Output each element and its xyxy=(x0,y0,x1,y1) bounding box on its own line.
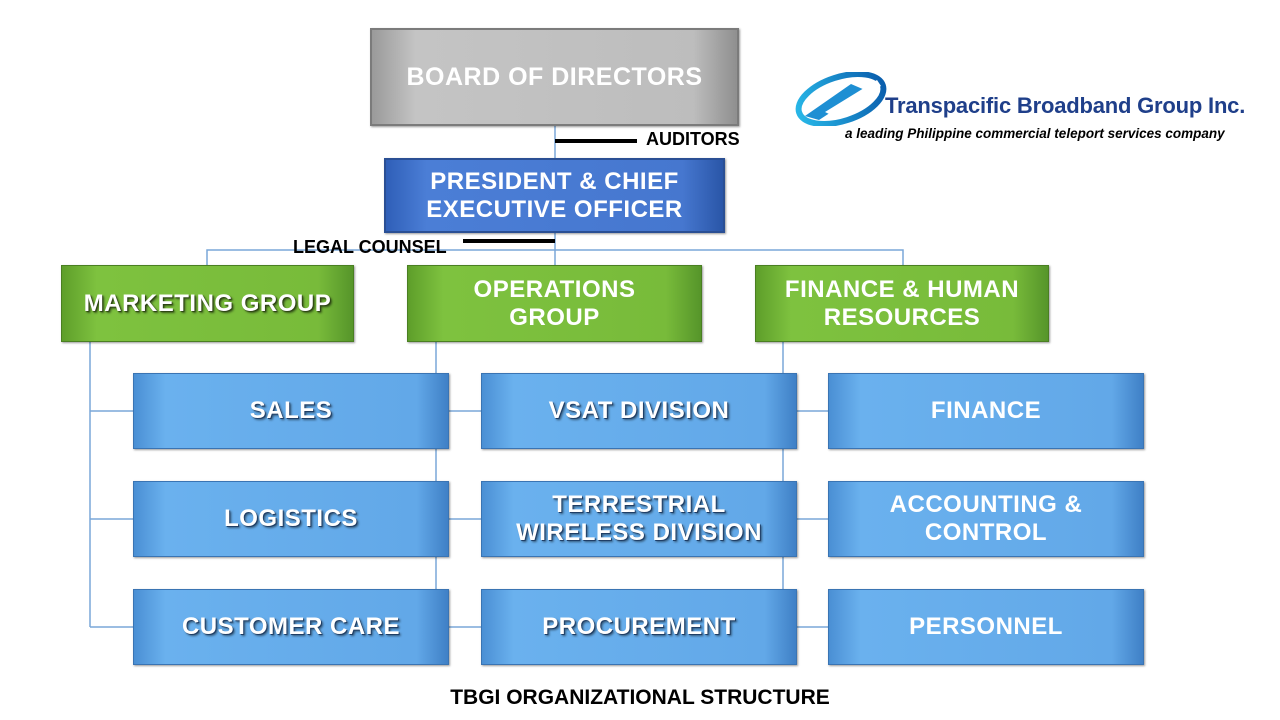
marketing-group-label: MARKETING GROUP xyxy=(83,289,332,317)
ceo-label-line2: EXECUTIVE OFFICER xyxy=(426,195,683,223)
terrestrial-wireless-division-box: TERRESTRIAL WIRELESS DIVISION xyxy=(481,481,797,557)
company-tagline: a leading Philippine commercial teleport… xyxy=(845,126,1225,141)
terrestrial-label-line1: TERRESTRIAL xyxy=(552,491,726,519)
procurement-label: PROCUREMENT xyxy=(542,613,736,641)
operations-group-label-line1: OPERATIONS xyxy=(473,275,636,303)
accounting-label-line2: CONTROL xyxy=(924,519,1048,546)
finance-hr-group-box: FINANCE & HUMAN RESOURCES xyxy=(755,265,1049,342)
logistics-box: LOGISTICS xyxy=(133,481,449,557)
board-label: BOARD OF DIRECTORS xyxy=(406,62,703,91)
sales-box: SALES xyxy=(133,373,449,449)
company-logo-icon xyxy=(795,72,887,126)
accounting-label-line1: ACCOUNTING & xyxy=(889,491,1083,519)
sales-label: SALES xyxy=(249,397,333,425)
marketing-group-box: MARKETING GROUP xyxy=(61,265,354,342)
customer-care-label: CUSTOMER CARE xyxy=(181,613,401,641)
president-ceo-box: PRESIDENT & CHIEF EXECUTIVE OFFICER xyxy=(384,158,725,233)
finance-label: FINANCE xyxy=(930,397,1042,425)
vsat-division-label: VSAT DIVISION xyxy=(548,397,730,425)
board-of-directors-box: BOARD OF DIRECTORS xyxy=(370,28,739,126)
vsat-division-box: VSAT DIVISION xyxy=(481,373,797,449)
logistics-label: LOGISTICS xyxy=(224,505,358,533)
ceo-label-line1: PRESIDENT & CHIEF xyxy=(430,167,679,195)
auditors-label: AUDITORS xyxy=(646,129,740,149)
legal-counsel-label: LEGAL COUNSEL xyxy=(293,237,447,257)
terrestrial-label-line2: WIRELESS DIVISION xyxy=(516,519,762,546)
finance-box: FINANCE xyxy=(828,373,1144,449)
finance-hr-group-label-line2: RESOURCES xyxy=(823,303,981,331)
procurement-box: PROCUREMENT xyxy=(481,589,797,665)
accounting-control-box: ACCOUNTING & CONTROL xyxy=(828,481,1144,557)
finance-hr-group-label-line1: FINANCE & HUMAN xyxy=(784,275,1020,303)
operations-group-box: OPERATIONS GROUP xyxy=(407,265,702,342)
personnel-label: PERSONNEL xyxy=(909,613,1063,641)
customer-care-box: CUSTOMER CARE xyxy=(133,589,449,665)
operations-group-label-line2: GROUP xyxy=(509,303,600,331)
diagram-caption: TBGI ORGANIZATIONAL STRUCTURE xyxy=(450,686,830,709)
personnel-box: PERSONNEL xyxy=(828,589,1144,665)
company-name: Transpacific Broadband Group Inc. xyxy=(885,93,1246,118)
